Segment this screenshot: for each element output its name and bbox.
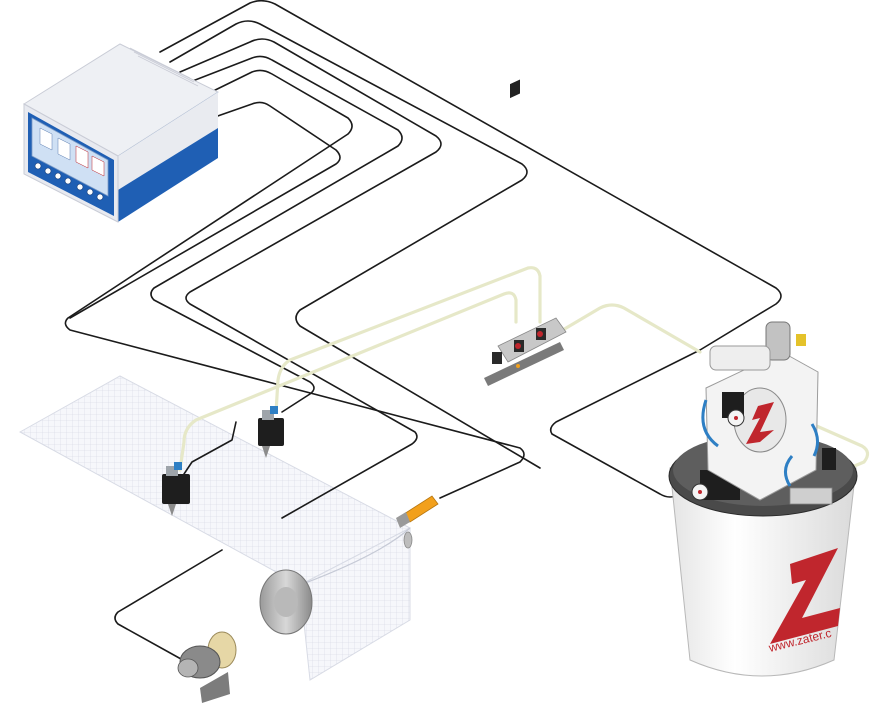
encoder — [177, 631, 237, 703]
photo-sensor — [396, 495, 439, 528]
hose-pump-to-manifold — [554, 303, 702, 354]
cable-to-encoder — [114, 549, 223, 665]
solenoid-manifold — [484, 79, 567, 386]
glue-valve-2 — [258, 406, 284, 458]
cable-pump — [159, 0, 782, 351]
pump-tank: Z www.zater.c — [668, 321, 858, 677]
cable-valve-2 — [179, 38, 442, 519]
hose-manifold-to-valve-2 — [274, 266, 542, 414]
conveyor-drum — [259, 569, 313, 635]
hoses — [178, 266, 870, 474]
cable-encoder — [69, 101, 341, 319]
cable-manifold — [169, 20, 541, 469]
conveyor — [18, 375, 413, 681]
control-display — [31, 117, 109, 197]
cable-valve-1 — [150, 55, 403, 413]
cable-sensor — [64, 69, 525, 499]
pump — [691, 321, 836, 505]
glue-valve-1 — [162, 462, 190, 516]
control-buttons — [34, 162, 104, 201]
cable-valve-1-drop — [183, 421, 237, 475]
hose-manifold-to-valve-1 — [178, 291, 518, 472]
cables — [64, 0, 782, 665]
control-unit — [23, 43, 220, 223]
tank-logo-icon: Z — [770, 548, 840, 644]
hose-tank-return — [810, 422, 870, 474]
